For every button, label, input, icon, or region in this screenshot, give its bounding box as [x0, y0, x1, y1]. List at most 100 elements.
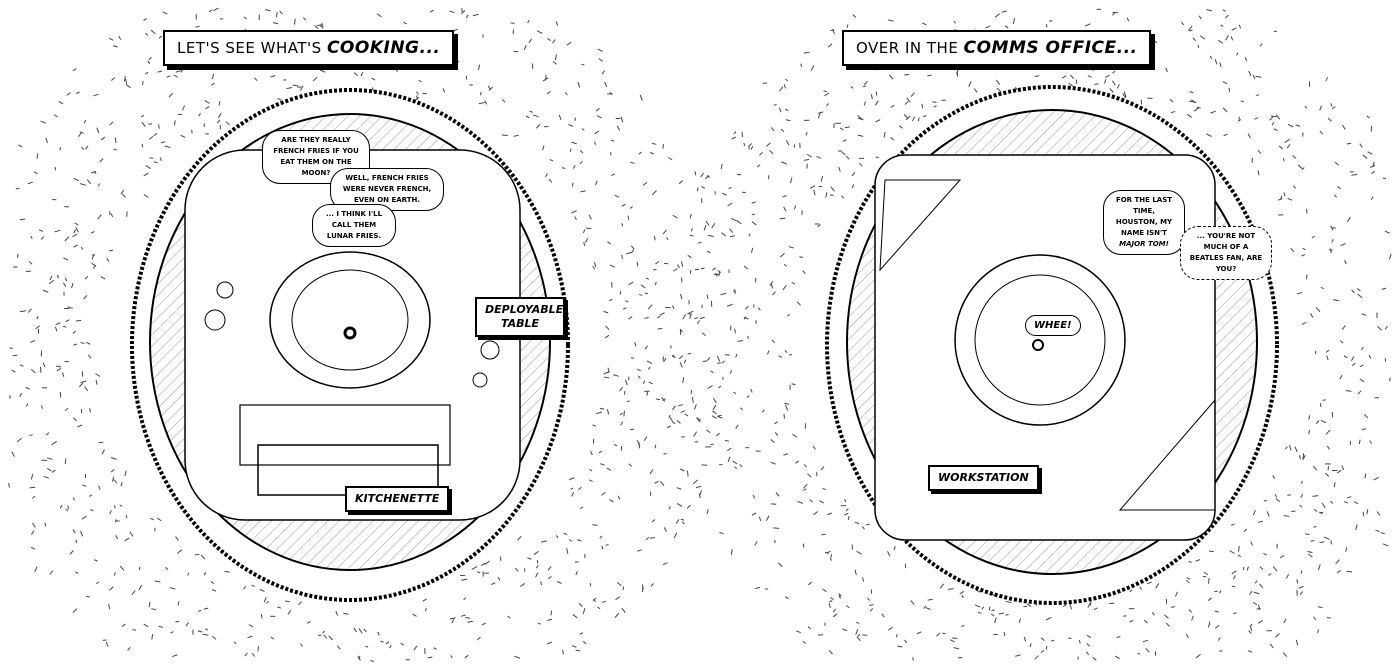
speckle-mark: [651, 142, 657, 145]
speckle-mark: [830, 186, 835, 192]
speckle-mark: [998, 612, 1005, 615]
speckle-mark: [1326, 445, 1331, 450]
speckle-mark: [1092, 66, 1095, 72]
speckle-mark: [719, 531, 724, 535]
speckle-mark: [15, 187, 20, 190]
speckle-mark: [1249, 590, 1253, 596]
speckle-mark: [1029, 643, 1032, 648]
speckle-mark: [802, 640, 807, 644]
speckle-mark: [80, 342, 85, 344]
speckle-mark: [91, 254, 95, 260]
speckle-mark: [1382, 543, 1389, 547]
speckle-mark: [733, 288, 737, 293]
speckle-mark: [1321, 502, 1326, 509]
speckle-mark: [1331, 106, 1336, 110]
speckle-mark: [629, 206, 633, 209]
speckle-mark: [415, 96, 420, 101]
speckle-mark: [279, 10, 283, 15]
speckle-mark: [571, 645, 577, 648]
speckle-mark: [626, 251, 632, 255]
speckle-mark: [1315, 307, 1321, 313]
speckle-mark: [1112, 80, 1116, 86]
speckle-mark: [1299, 504, 1303, 508]
speckle-mark: [164, 145, 171, 148]
speckle-mark: [1283, 618, 1287, 624]
speckle-mark: [49, 570, 54, 575]
speckle-mark: [1126, 17, 1130, 22]
speckle-mark: [93, 170, 97, 175]
speckle-mark: [1359, 143, 1363, 148]
speckle-mark: [93, 559, 98, 562]
speckle-mark: [176, 549, 183, 554]
speckle-mark: [644, 345, 648, 350]
speckle-mark: [585, 237, 589, 243]
speckle-mark: [1228, 87, 1231, 93]
speckle-mark: [820, 176, 824, 182]
speckle-mark: [328, 635, 334, 641]
speckle-mark: [84, 275, 89, 280]
speckle-mark: [693, 479, 698, 485]
speckle-mark: [1087, 75, 1092, 78]
speckle-mark: [64, 277, 68, 282]
speckle-mark: [1300, 480, 1303, 484]
speckle-mark: [1139, 586, 1143, 590]
speckle-mark: [750, 145, 754, 150]
speckle-mark: [859, 162, 863, 167]
speckle-mark: [807, 626, 812, 630]
speckle-mark: [542, 145, 545, 151]
speckle-mark: [630, 161, 635, 164]
speckle-mark: [1330, 103, 1333, 107]
speckle-mark: [927, 598, 933, 601]
speckle-mark: [610, 139, 615, 142]
speckle-mark: [729, 370, 733, 374]
speckle-mark: [1085, 651, 1090, 656]
speckle-mark: [717, 362, 722, 364]
speckle-mark: [1018, 618, 1021, 624]
speckle-mark: [377, 631, 380, 636]
speckle-mark: [507, 615, 511, 619]
speckle-mark: [801, 210, 803, 215]
speckle-mark: [968, 81, 972, 87]
speckle-mark: [611, 173, 616, 177]
speckle-mark: [568, 539, 573, 542]
speckle-mark: [996, 87, 1002, 93]
speckle-mark: [111, 77, 116, 81]
speckle-mark: [1252, 510, 1256, 516]
speckle-mark: [785, 596, 789, 600]
speckle-mark: [1214, 58, 1218, 65]
speckle-mark: [1307, 553, 1313, 558]
speckle-mark: [679, 468, 685, 472]
speckle-mark: [666, 425, 672, 429]
speckle-mark: [706, 509, 709, 515]
speckle-mark: [785, 140, 790, 146]
speckle-mark: [1233, 612, 1237, 615]
speckle-mark: [1105, 74, 1110, 78]
speckle-mark: [772, 291, 776, 296]
speckle-mark: [535, 123, 541, 129]
speckle-mark: [143, 623, 149, 628]
speckle-mark: [581, 128, 585, 131]
speckle-mark: [663, 452, 667, 455]
speckle-mark: [784, 404, 789, 411]
speckle-mark: [62, 372, 65, 378]
speckle-mark: [159, 157, 162, 161]
speckle-mark: [830, 597, 834, 600]
speckle-mark: [590, 450, 593, 456]
speckle-mark: [1301, 321, 1307, 326]
speckle-mark: [751, 213, 756, 216]
speckle-mark: [312, 76, 318, 82]
speckle-mark: [1085, 23, 1091, 27]
speckle-mark: [89, 408, 92, 413]
speckle-mark: [779, 217, 786, 220]
speckle-mark: [932, 101, 937, 104]
speckle-mark: [65, 508, 69, 512]
speckle-mark: [1169, 98, 1174, 103]
speckle-mark: [1353, 501, 1359, 505]
speckle-mark: [1341, 325, 1346, 330]
speckle-mark: [562, 650, 564, 655]
speckle-mark: [687, 353, 692, 355]
speckle-mark: [803, 158, 810, 161]
speckle-mark: [114, 519, 117, 523]
speckle-mark: [413, 645, 418, 651]
speckle-mark: [1337, 186, 1341, 190]
